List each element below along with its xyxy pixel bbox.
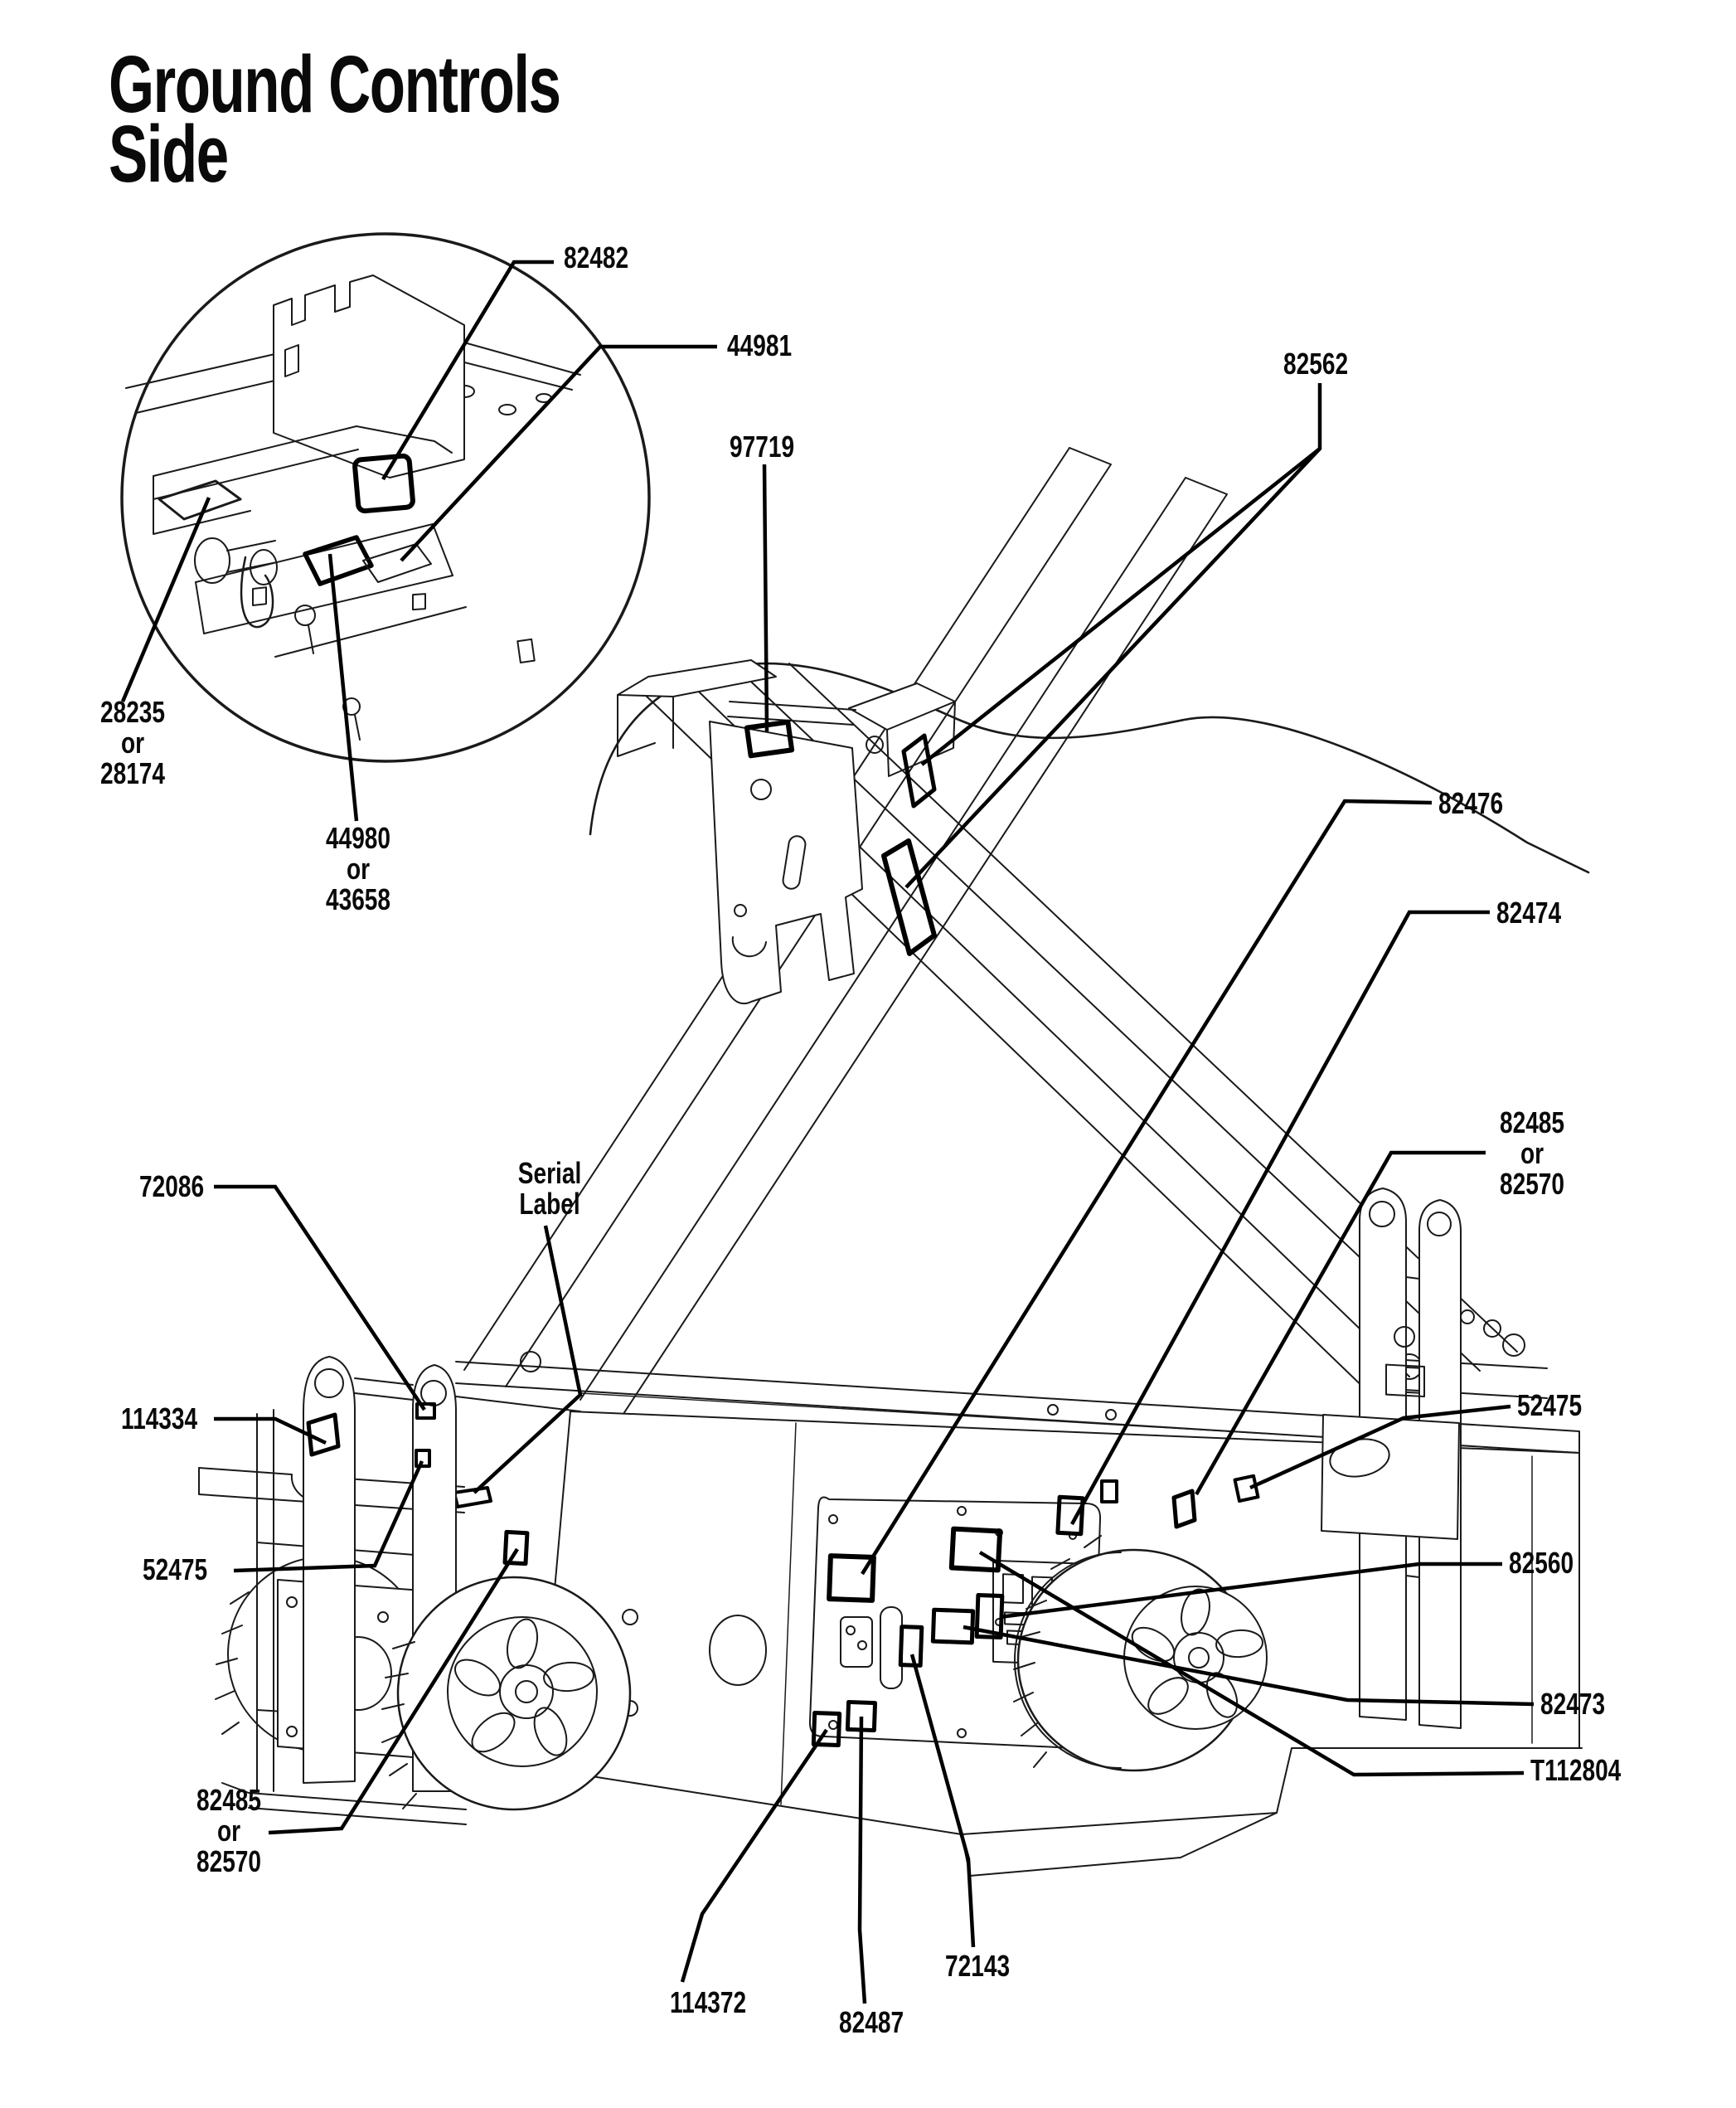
callout-text: Serial Label <box>517 1156 582 1221</box>
callout-label-82560: 82560 <box>1509 1547 1592 1578</box>
decal-44981 <box>303 535 374 586</box>
decal-82482 <box>352 453 415 514</box>
leader-line-44981 <box>400 344 717 562</box>
leader-line-72086 <box>214 1184 426 1411</box>
callout-label-serial-label: Serial Label <box>509 1158 590 1219</box>
callout-text: 82476 <box>1438 786 1504 820</box>
top-bracket <box>617 659 956 1005</box>
latch-knob <box>194 537 230 584</box>
callout-text: 72143 <box>945 1949 1011 1983</box>
leader-line-72143 <box>909 1654 976 1948</box>
decal-28235 <box>158 479 242 521</box>
leader-line-52475-left <box>233 1460 424 1573</box>
callout-text: 82485 or 82570 <box>196 1783 262 1878</box>
callout-label-44980-or-43658: 44980 or 43658 <box>317 823 400 915</box>
decal-72143 <box>898 1625 924 1668</box>
decal-82476 <box>827 1553 876 1603</box>
j-hook-latch <box>240 556 274 629</box>
decal-82562-rear-arm <box>901 733 937 809</box>
decal-82474 <box>1055 1494 1085 1537</box>
callout-label-82485-or-82570-right: 82485 or 82570 <box>1491 1107 1574 1199</box>
callout-text: 97719 <box>730 430 795 464</box>
callout-text: 82474 <box>1496 896 1562 930</box>
callout-label-44981: 44981 <box>727 330 810 361</box>
callout-label-82562: 82562 <box>1283 348 1366 379</box>
callout-text: 72086 <box>139 1169 205 1203</box>
callout-text: 82560 <box>1509 1546 1574 1580</box>
leader-line-82476 <box>861 799 1433 1576</box>
callout-label-97719: 97719 <box>730 431 812 462</box>
leader-line-97719 <box>762 464 769 732</box>
callout-label-52475-left: 52475 <box>143 1554 225 1585</box>
leader-line-44980-or-43658 <box>327 553 359 822</box>
callout-text: 82473 <box>1540 1687 1606 1721</box>
wheel-front-left <box>381 1576 632 1811</box>
callout-label-28235-or-28174: 28235 or 28174 <box>91 697 174 789</box>
callout-text: 52475 <box>143 1552 208 1586</box>
decal-52475-left <box>415 1449 431 1468</box>
decal-82485-left <box>502 1529 530 1566</box>
leader-line-82474 <box>1070 910 1490 1526</box>
callout-label-T112804: T112804 <box>1530 1755 1646 1785</box>
callout-text: 44981 <box>727 328 793 362</box>
leader-line-82485-or-82570-right <box>1195 1150 1486 1496</box>
right-post <box>1171 1188 1462 1729</box>
leader-line-T112804 <box>978 1551 1525 1777</box>
leader-line-114334 <box>214 1416 327 1445</box>
callout-text: 114372 <box>670 1985 747 2019</box>
callout-label-82473: 82473 <box>1540 1688 1623 1719</box>
leader-line-28235-or-28174 <box>120 497 211 702</box>
callout-label-72086: 72086 <box>139 1171 222 1202</box>
callout-label-82485-or-82570-left: 82485 or 82570 <box>187 1785 270 1877</box>
callout-text: 82485 or 82570 <box>1499 1105 1565 1201</box>
leader-line-82473 <box>963 1625 1535 1707</box>
decal-82485-right <box>1171 1489 1197 1529</box>
decal-114334 <box>306 1412 341 1457</box>
inset-circle <box>120 232 651 763</box>
page-title: Ground Controls Side <box>109 39 561 199</box>
callout-text: 28235 or 28174 <box>99 695 166 790</box>
leader-line-serial-label <box>473 1225 583 1494</box>
decal-T112804 <box>948 1526 1003 1573</box>
callout-text: 44980 or 43658 <box>325 821 391 916</box>
leader-line-82560 <box>999 1562 1502 1620</box>
leader-line-82485-or-82570-left <box>268 1547 519 1835</box>
scissor-assembly <box>463 447 1590 1417</box>
leader-line-82562 <box>920 447 1321 766</box>
callout-label-72143: 72143 <box>945 1950 1028 1981</box>
decal-44980-outline <box>362 543 432 583</box>
callout-label-82482: 82482 <box>564 242 647 273</box>
leader-line-52475-right <box>1249 1404 1511 1490</box>
callout-label-52475-right: 52475 <box>1517 1390 1600 1421</box>
callout-text: 82487 <box>839 2005 904 2039</box>
callout-label-114334: 114334 <box>121 1403 219 1434</box>
decal-82562-front-arm <box>881 838 937 956</box>
callout-text: 82562 <box>1283 347 1349 381</box>
leader-line-82482 <box>381 260 554 481</box>
callout-label-82476: 82476 <box>1438 788 1521 818</box>
leader-line-82562 <box>904 383 1322 889</box>
callout-text: T112804 <box>1530 1753 1622 1787</box>
decal-114372 <box>811 1710 842 1748</box>
leader-line-82487 <box>857 1716 867 2004</box>
decal-72086 <box>415 1402 436 1420</box>
callout-text: 114334 <box>121 1401 198 1435</box>
callout-text: 52475 <box>1517 1388 1583 1422</box>
lift-eye-plate-outer <box>303 1356 356 1784</box>
leader-line-114372 <box>680 1728 828 1983</box>
callout-label-82474: 82474 <box>1496 897 1579 928</box>
decal-small-post <box>1100 1479 1118 1503</box>
callout-text: 82482 <box>564 240 629 274</box>
callout-label-82487: 82487 <box>839 2007 922 2038</box>
callout-label-114372: 114372 <box>670 1987 768 2018</box>
